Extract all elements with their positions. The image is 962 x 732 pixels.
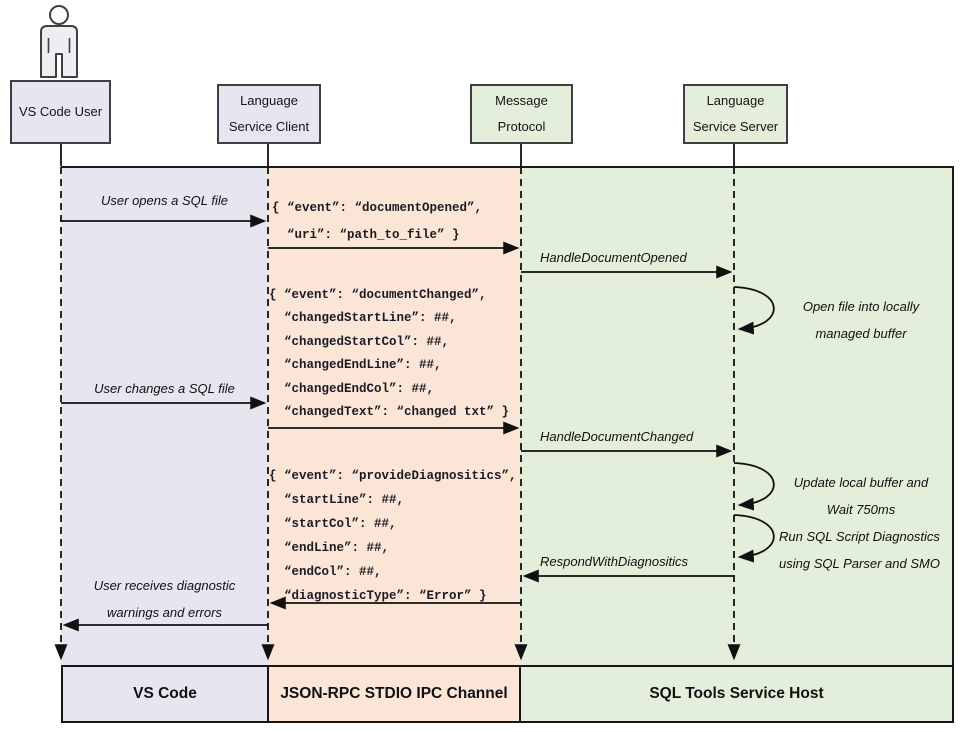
json-line: “changedText”: “changed txt” } bbox=[269, 405, 510, 420]
lane-vscode bbox=[61, 168, 268, 665]
actor-label: VS Code User bbox=[18, 104, 103, 119]
person-icon bbox=[40, 5, 78, 78]
swimlane-band bbox=[61, 166, 954, 665]
json-line: “startCol”: ##, bbox=[269, 517, 397, 531]
footer-box-service-host: SQL Tools Service Host bbox=[519, 665, 954, 723]
json-line: “endCol”: ##, bbox=[269, 565, 382, 579]
lane-service-host bbox=[519, 168, 952, 665]
json-line: “uri”: “path_to_file” } bbox=[272, 228, 460, 242]
json-message-provide-diagnostics: { “event”: “provideDiagnositics”, “start… bbox=[269, 464, 517, 608]
json-line: { “event”: “documentChanged”, bbox=[269, 288, 487, 302]
note-line: Update local buffer and bbox=[793, 475, 929, 490]
actor-box-language-service-server: Language Service Server bbox=[683, 84, 788, 144]
message-label-change-file: User changes a SQL file bbox=[94, 381, 235, 396]
json-line: “changedStartCol”: ##, bbox=[269, 334, 450, 349]
json-line: “changedStartLine”: ##, bbox=[269, 311, 457, 326]
actor-label: Service Server bbox=[692, 119, 779, 134]
message-label-open-file: User opens a SQL file bbox=[101, 193, 228, 208]
json-line: “diagnosticType”: “Error” } bbox=[269, 589, 487, 603]
json-message-document-changed: { “event”: “documentChanged”, “changedSt… bbox=[269, 284, 509, 424]
footer-label: SQL Tools Service Host bbox=[649, 685, 824, 702]
footer-box-vscode: VS Code bbox=[61, 665, 269, 723]
note-line: using SQL Parser and SMO bbox=[779, 556, 940, 571]
json-line: “changedEndLine”: ##, bbox=[269, 358, 442, 373]
footer-label: VS Code bbox=[133, 685, 197, 702]
message-label-line: warnings and errors bbox=[107, 605, 222, 620]
note-run-diagnostics: Run SQL Script Diagnostics using SQL Par… bbox=[757, 523, 962, 577]
note-update-buffer: Update local buffer and Wait 750ms bbox=[764, 469, 958, 523]
actor-label: Service Client bbox=[228, 119, 310, 134]
footer-box-ipc-channel: JSON-RPC STDIO IPC Channel bbox=[267, 665, 521, 723]
footer-label: JSON-RPC STDIO IPC Channel bbox=[280, 685, 508, 702]
json-line: { “event”: “documentOpened”, bbox=[272, 201, 483, 215]
actor-box-language-service-client: Language Service Client bbox=[217, 84, 321, 144]
json-line: “endLine”: ##, bbox=[269, 541, 390, 555]
message-label-respond-diagnostics: RespondWithDiagnositics bbox=[540, 554, 689, 569]
message-label-handle-opened: HandleDocumentOpened bbox=[540, 250, 687, 265]
json-line: “startLine”: ##, bbox=[269, 493, 405, 507]
json-message-document-opened: { “event”: “documentOpened”, “uri”: “pat… bbox=[272, 195, 482, 249]
actor-label: Message bbox=[495, 93, 548, 108]
message-label-line: User receives diagnostic bbox=[93, 578, 236, 593]
json-line: “changedEndCol”: ##, bbox=[269, 381, 435, 396]
actor-box-message-protocol: Message Protocol bbox=[470, 84, 573, 144]
actor-label: Protocol bbox=[497, 119, 546, 134]
actor-connectors bbox=[60, 144, 735, 166]
json-line: { “event”: “provideDiagnositics”, bbox=[269, 469, 517, 483]
note-line: Open file into locally bbox=[802, 299, 920, 314]
note-line: managed buffer bbox=[815, 326, 907, 341]
note-open-buffer: Open file into locally managed buffer bbox=[766, 293, 956, 347]
message-label-receive-diagnostics: User receives diagnostic warnings and er… bbox=[61, 572, 268, 626]
actor-label: Language bbox=[240, 93, 298, 108]
message-label-handle-changed: HandleDocumentChanged bbox=[540, 429, 694, 444]
note-line: Wait 750ms bbox=[826, 502, 896, 517]
note-line: Run SQL Script Diagnostics bbox=[779, 529, 940, 544]
lane-ipc-channel bbox=[268, 168, 519, 665]
actor-label: Language bbox=[706, 93, 765, 108]
actor-box-vscode-user: VS Code User bbox=[10, 80, 111, 144]
